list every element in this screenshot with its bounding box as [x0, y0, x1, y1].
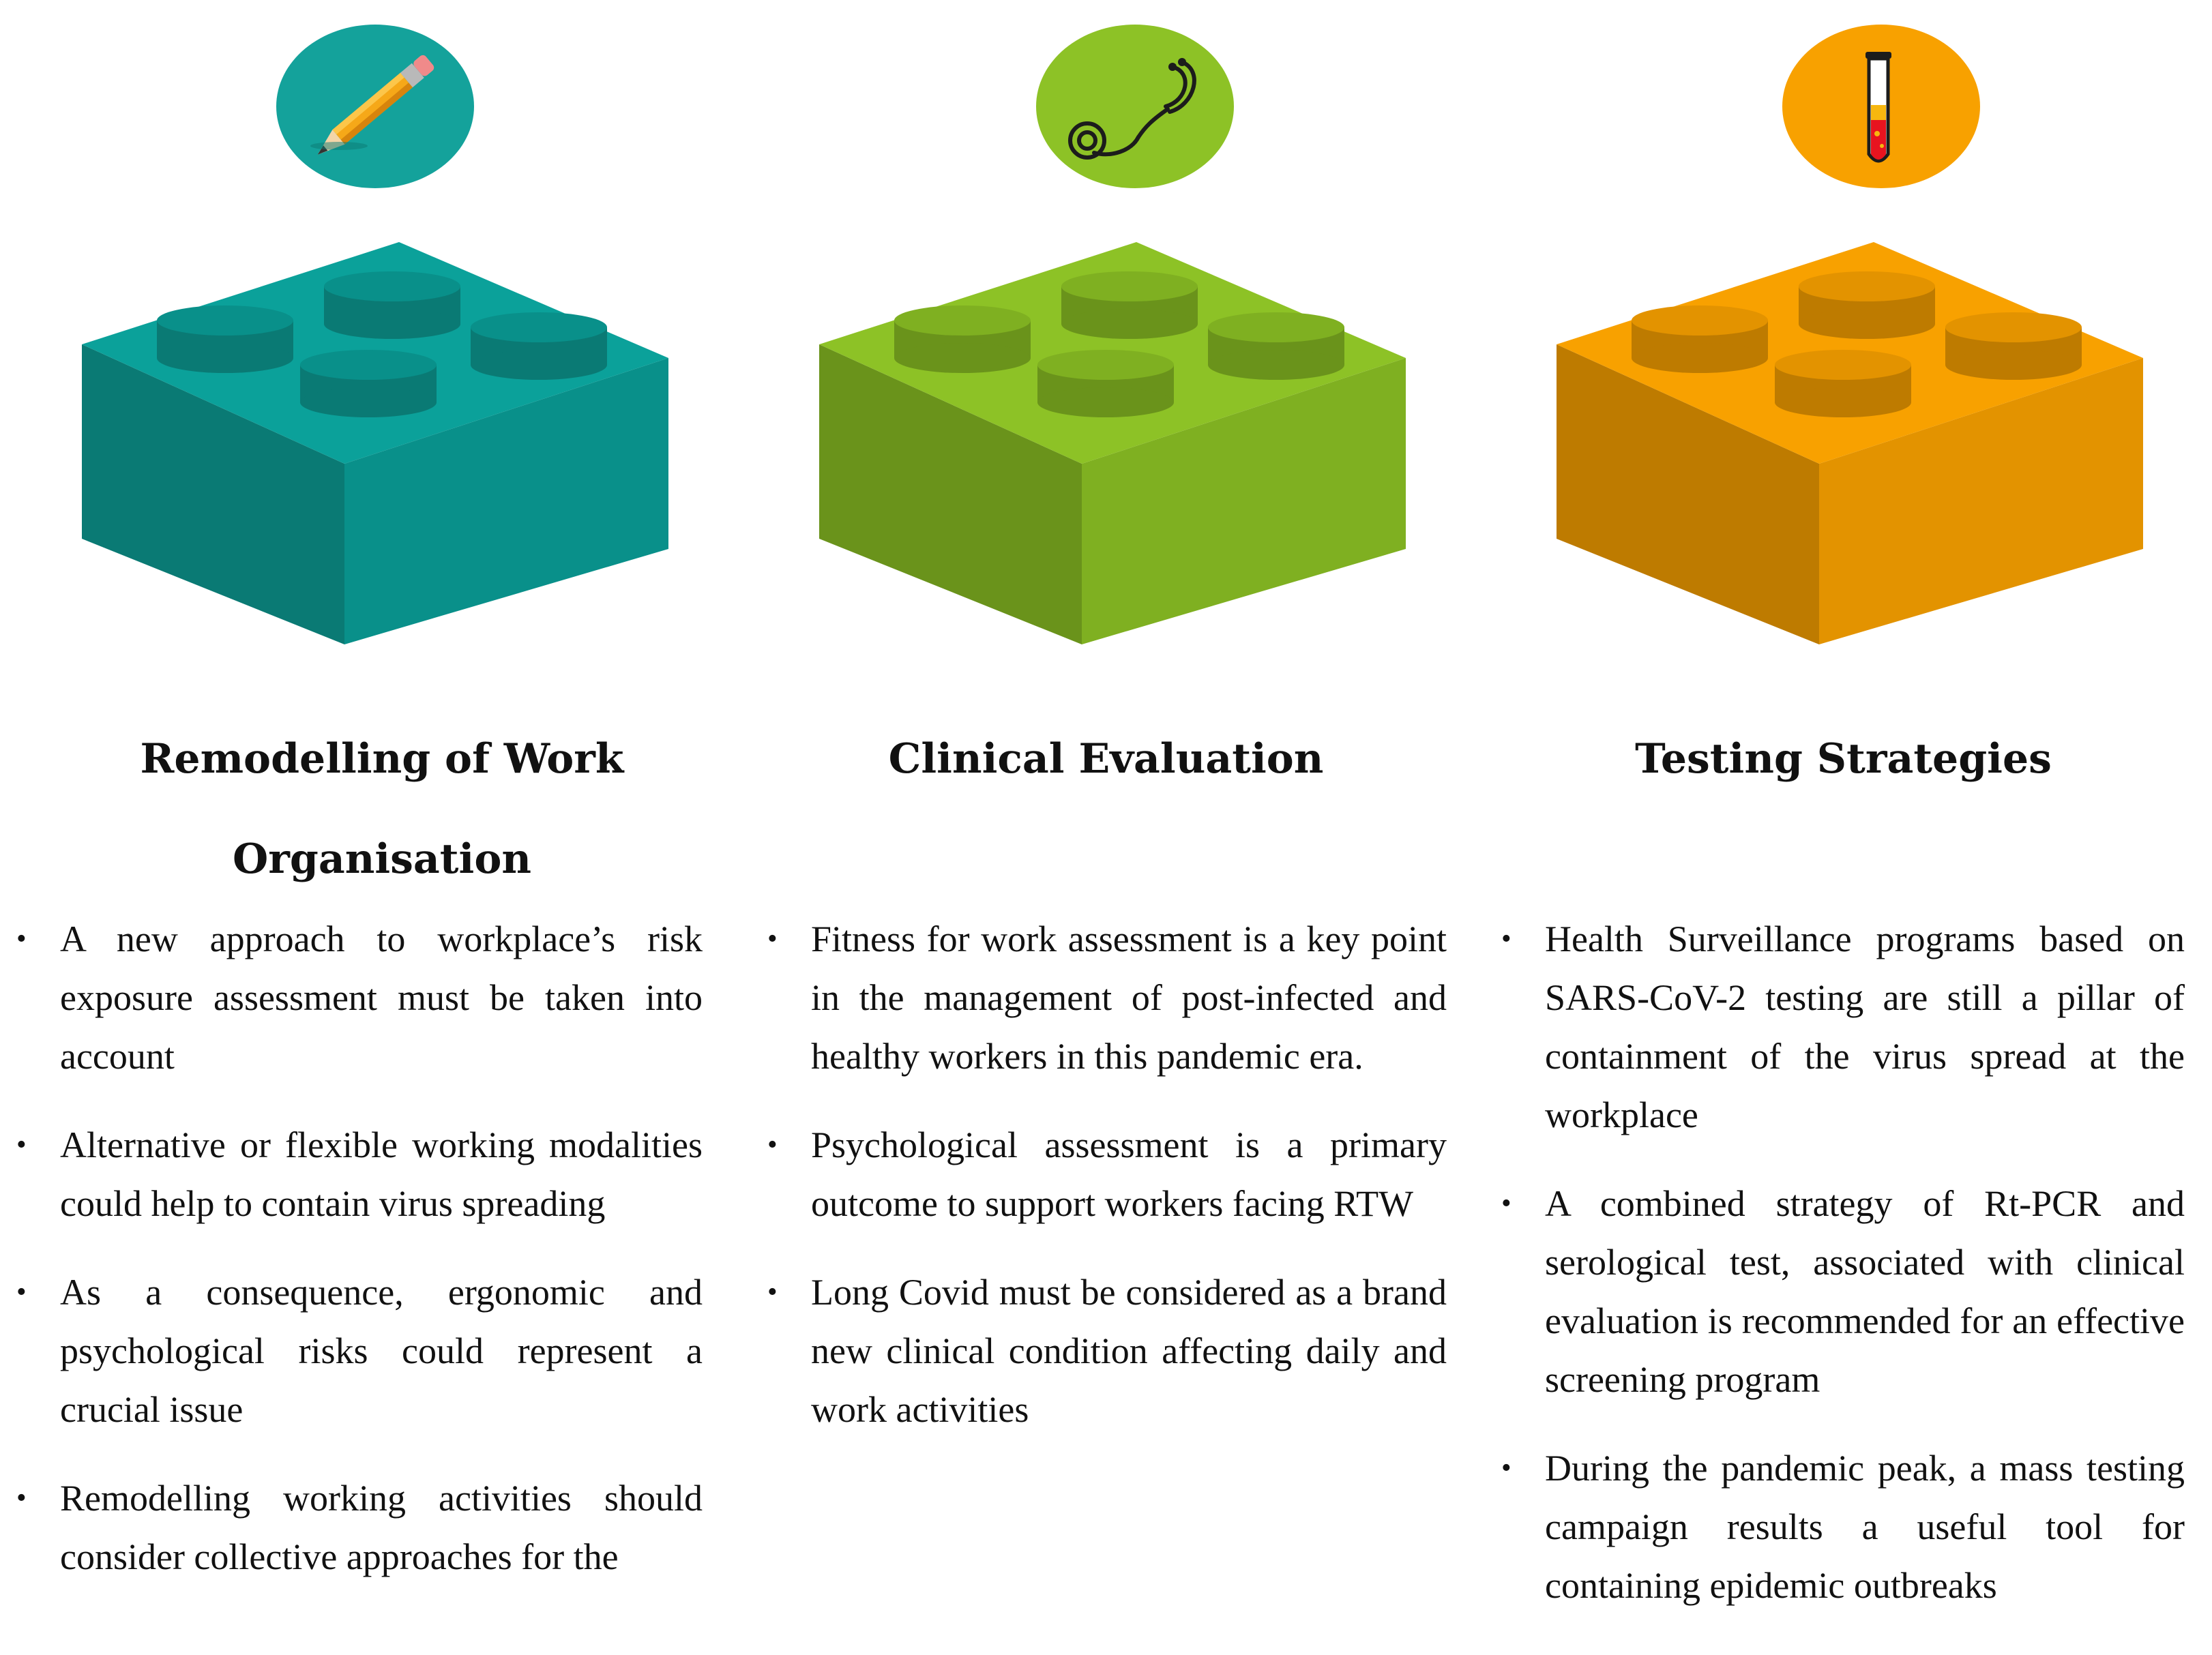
bullet-dot: •	[1501, 1452, 1511, 1484]
bullet-item: • Long Covid must be considered as a bran…	[765, 1263, 1447, 1439]
column-remodelling: Remodelling of Work Organisation • A new …	[0, 0, 737, 1655]
brick-stud	[1632, 305, 1768, 373]
brick-stud	[157, 305, 293, 373]
stethoscope-icon	[1036, 25, 1234, 188]
bullet-text: Alternative or flexible working modaliti…	[60, 1124, 703, 1224]
brick-stud	[471, 312, 607, 380]
brick-left-face	[819, 344, 1082, 644]
bullet-item: • Fitness for work assessment is a key po…	[765, 910, 1447, 1086]
heading-remodelling: Remodelling of Work Organisation	[140, 735, 624, 883]
brick-stud	[1799, 271, 1935, 339]
bullet-item: • Remodelling working activities should c…	[14, 1469, 703, 1586]
bullet-text: Health Surveillance programs based on SA…	[1545, 919, 2185, 1135]
bullet-dot: •	[16, 923, 27, 955]
pencil-icon	[276, 25, 474, 188]
bullet-item: • Psychological assessment is a primary o…	[765, 1116, 1447, 1233]
bullet-list: • Health Surveillance programs based on S…	[1499, 910, 2185, 1645]
brick-stud	[1208, 312, 1344, 380]
brick-right-face	[344, 358, 668, 644]
orange-lego-brick	[1557, 242, 2143, 644]
brick-stud	[1945, 312, 2082, 380]
teal-lego-brick	[82, 242, 668, 644]
bullet-dot: •	[16, 1129, 27, 1161]
bullet-item: • As a consequence, ergonomic and psychol…	[14, 1263, 703, 1439]
brick-right-face	[1819, 358, 2143, 644]
bullet-dot: •	[1501, 923, 1511, 955]
brick-left-face	[1557, 344, 1819, 644]
bullet-dot: •	[767, 1277, 778, 1308]
brick-stud	[1037, 350, 1174, 417]
bullet-text: Fitness for work assessment is a key poi…	[811, 919, 1447, 1077]
icon-circle	[1782, 25, 1980, 188]
bullet-text: As a consequence, ergonomic and psycholo…	[60, 1272, 703, 1430]
bullet-dot: •	[16, 1482, 27, 1514]
icon-circle	[276, 25, 474, 188]
bullet-dot: •	[1501, 1188, 1511, 1219]
brick-stud	[324, 271, 460, 339]
bullet-item: • During the pandemic peak, a mass testin…	[1499, 1439, 2185, 1615]
brick-right-face	[1082, 358, 1406, 644]
brick-stud	[1061, 271, 1198, 339]
bullet-list: • Fitness for work assessment is a key po…	[765, 910, 1447, 1469]
brick-stud	[894, 305, 1031, 373]
bullet-dot: •	[767, 1129, 778, 1161]
bullet-item: • Health Surveillance programs based on S…	[1499, 910, 2185, 1144]
column-clinical: Clinical Evaluation • Fitness for work as…	[737, 0, 1475, 1655]
icon-circle	[1036, 25, 1234, 188]
heading-clinical: Clinical Evaluation	[888, 735, 1324, 783]
brick-left-face	[82, 344, 344, 644]
bullet-list: • A new approach to workplace’s risk expo…	[14, 910, 703, 1616]
test-tube-icon	[1782, 25, 1980, 188]
heading-testing: Testing Strategies	[1635, 735, 2052, 783]
green-lego-brick	[819, 242, 1406, 644]
bullet-text: Long Covid must be considered as a brand…	[811, 1272, 1447, 1430]
bullet-text: A new approach to workplace’s risk expos…	[60, 919, 703, 1077]
brick-stud	[1775, 350, 1911, 417]
bullet-item: • A new approach to workplace’s risk expo…	[14, 910, 703, 1086]
bullet-item: • Alternative or flexible working modalit…	[14, 1116, 703, 1233]
bullet-text: A combined strategy of Rt-PCR and serolo…	[1545, 1183, 2185, 1400]
bullet-dot: •	[767, 923, 778, 955]
bullet-text: During the pandemic peak, a mass testing…	[1545, 1448, 2185, 1606]
brick-stud	[300, 350, 437, 417]
bullet-item: • A combined strategy of Rt-PCR and serol…	[1499, 1174, 2185, 1409]
bullet-text: Remodelling working activities should co…	[60, 1478, 703, 1577]
bullet-text: Psychological assessment is a primary ou…	[811, 1124, 1447, 1224]
column-testing: Testing Strategies • Health Surveillance …	[1475, 0, 2212, 1655]
bullet-dot: •	[16, 1277, 27, 1308]
